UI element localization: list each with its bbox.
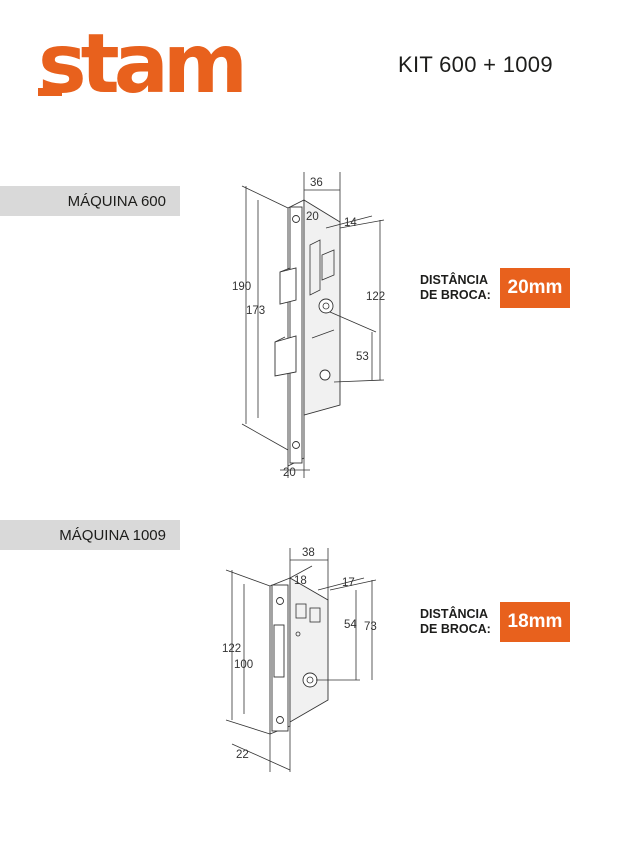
kit-title: KIT 600 + 1009 <box>398 52 553 77</box>
section-tab-maquina-1009: MÁQUINA 1009 <box>0 520 180 550</box>
dimension-label: 20 <box>306 211 319 223</box>
dimension-label: 53 <box>356 351 369 363</box>
section-tab-maquina-600: MÁQUINA 600 <box>0 186 180 216</box>
dimension-label: 14 <box>344 217 357 229</box>
lock-drawing-600: 190 173 36 20 14 122 53 20 <box>232 172 385 479</box>
distance-value: 20mm <box>500 268 570 308</box>
dimension-label: 73 <box>364 621 377 633</box>
distance-badge-600: DISTÂNCIA DE BROCA: 20mm <box>420 268 570 308</box>
dimension-label: 173 <box>246 305 265 317</box>
svg-text:stam: stam <box>38 28 242 104</box>
distance-value: 18mm <box>500 602 570 642</box>
distance-label: DISTÂNCIA DE BROCA: <box>420 607 491 636</box>
stam-logo: stam <box>38 28 244 104</box>
dimension-label: 54 <box>344 619 357 631</box>
dimension-label: 190 <box>232 281 251 293</box>
dimension-label: 100 <box>234 659 253 671</box>
dimension-label: 17 <box>342 577 355 589</box>
distance-badge-1009: DISTÂNCIA DE BROCA: 18mm <box>420 602 570 642</box>
dimension-label: 122 <box>366 291 385 303</box>
lock-drawing-1009: 122 100 38 18 17 54 73 22 <box>222 547 377 772</box>
dimension-label: 36 <box>310 177 323 189</box>
distance-label: DISTÂNCIA DE BROCA: <box>420 273 491 302</box>
dimension-label: 20 <box>283 467 296 479</box>
dimension-label: 22 <box>236 749 249 761</box>
dimension-label: 38 <box>302 547 315 559</box>
dimension-label: 18 <box>294 575 307 587</box>
dimension-label: 122 <box>222 643 241 655</box>
